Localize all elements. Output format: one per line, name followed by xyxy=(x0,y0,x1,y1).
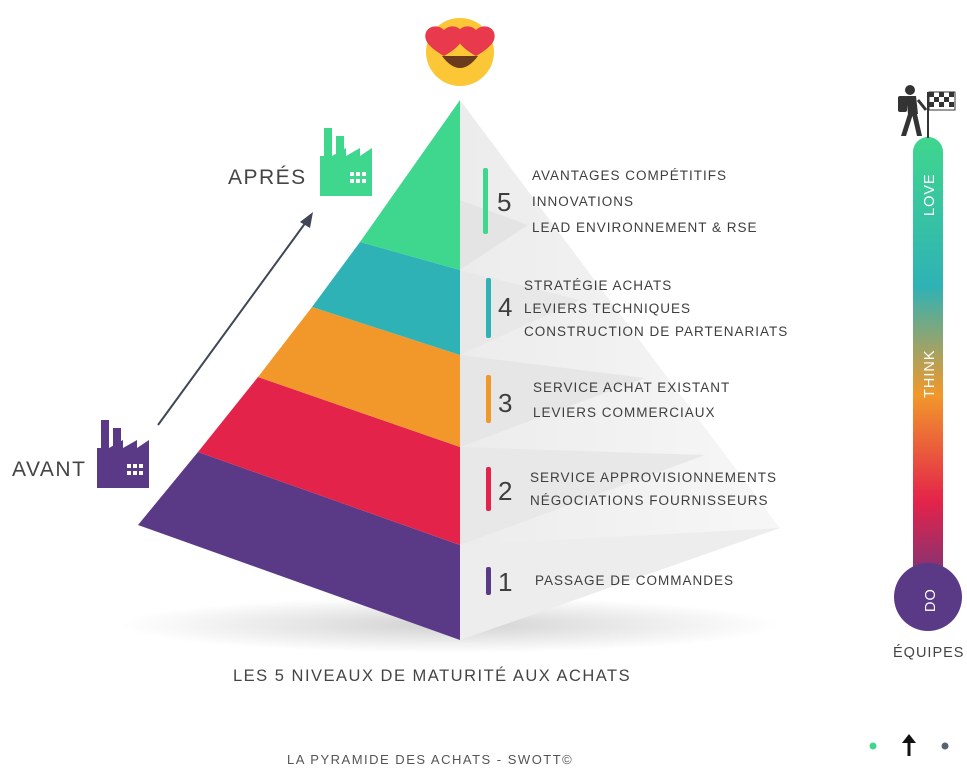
level-3-number: 3 xyxy=(498,388,512,418)
level-2-line-2: NÉGOCIATIONS FOURNISSEURS xyxy=(530,493,769,508)
progress-arrow-icon xyxy=(157,212,313,426)
level-1-block: 1 PASSAGE DE COMMANDES xyxy=(486,567,734,597)
level-3-marker xyxy=(486,375,491,423)
level-4-marker xyxy=(486,278,491,338)
nav-dot-next[interactable] xyxy=(941,742,949,750)
level-3-line-1: SERVICE ACHAT EXISTANT xyxy=(533,380,730,395)
level-5-line-1: AVANTAGES COMPÉTITIFS xyxy=(532,168,727,183)
level-5-line-2: INNOVATIONS xyxy=(532,194,634,209)
pyramid-level-2-band xyxy=(198,377,460,545)
arrow-up-icon[interactable] xyxy=(902,734,916,756)
level-4-line-2: LEVIERS TECHNIQUES xyxy=(524,301,691,316)
level-2-number: 2 xyxy=(498,476,512,506)
level-1-number: 1 xyxy=(498,567,512,597)
think-label: THINK xyxy=(922,350,938,399)
level-3-block: 3 SERVICE ACHAT EXISTANT LEVIERS COMMERC… xyxy=(486,375,730,423)
level-5-number: 5 xyxy=(497,187,511,217)
level-4-number: 4 xyxy=(498,292,512,322)
pyramid-level-5-band xyxy=(360,100,460,270)
pyramid-left-face xyxy=(138,100,460,640)
level-4-block: 4 STRATÉGIE ACHATS LEVIERS TECHNIQUES CO… xyxy=(486,278,788,339)
level-4-line-1: STRATÉGIE ACHATS xyxy=(524,278,672,293)
factory-after-icon xyxy=(320,128,372,196)
nav-dot-previous[interactable] xyxy=(869,742,877,750)
footer-credit: LA PYRAMIDE DES ACHATS - SWOTT© xyxy=(287,752,573,767)
heart-eyes-emoji-icon xyxy=(425,18,495,86)
pyramid-caption: LES 5 NIVEAUX DE MATURITÉ AUX ACHATS xyxy=(233,666,631,685)
level-1-line-1: PASSAGE DE COMMANDES xyxy=(535,573,734,588)
after-label: APRÉS xyxy=(228,166,307,189)
pyramid-level-1-band xyxy=(138,452,460,640)
level-5-block: 5 AVANTAGES COMPÉTITIFS INNOVATIONS LEAD… xyxy=(483,168,758,235)
love-label: LOVE xyxy=(922,173,938,216)
factory-before-icon xyxy=(97,420,149,488)
slide-navigation xyxy=(869,734,949,756)
pyramid-level-4-band xyxy=(312,242,460,355)
teams-label: ÉQUIPES xyxy=(893,644,964,661)
thermometer-bulb xyxy=(894,563,962,631)
level-5-line-3: LEAD ENVIRONNEMENT & RSE xyxy=(532,220,758,235)
before-label: AVANT xyxy=(12,458,86,481)
level-2-line-1: SERVICE APPROVISIONNEMENTS xyxy=(530,470,777,485)
do-label: DO xyxy=(923,588,939,612)
level-5-marker xyxy=(483,168,488,234)
level-2-marker xyxy=(486,467,491,511)
level-3-line-2: LEVIERS COMMERCIAUX xyxy=(533,405,716,420)
hiker-with-flag-icon xyxy=(898,85,956,138)
level-4-line-3: CONSTRUCTION DE PARTENARIATS xyxy=(524,324,788,339)
level-1-marker xyxy=(486,567,491,595)
level-2-block: 2 SERVICE APPROVISIONNEMENTS NÉGOCIATION… xyxy=(486,467,777,511)
thermometer-tube xyxy=(913,137,943,605)
pyramid-level-3-band xyxy=(258,307,460,447)
thermometer: LOVE THINK DO xyxy=(894,137,962,631)
